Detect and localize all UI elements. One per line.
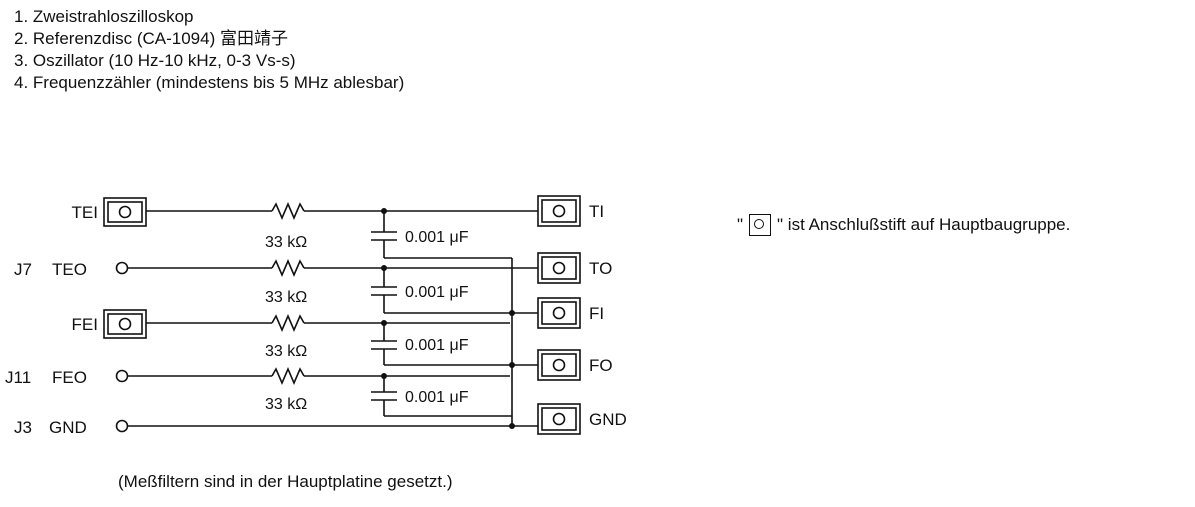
legend-quote: ": [737, 215, 744, 234]
pin-box-tei: [103, 197, 147, 227]
resistor-label: 33 kΩ: [265, 289, 307, 306]
capacitor-label: 0.001 μF: [405, 229, 469, 246]
equipment-item: 3. Oszillator (10 Hz-10 kHz, 0-3 Vs-s): [14, 51, 296, 70]
resistor-label: 33 kΩ: [265, 343, 307, 360]
pin-box-fei: [103, 309, 147, 339]
terminal-label-feo: FEO: [52, 368, 87, 387]
diagram-caption: (Meßfiltern sind in der Hauptplatine ges…: [118, 472, 453, 491]
pin-box-fo: [537, 349, 581, 381]
pin-box-to: [537, 252, 581, 284]
equipment-item: 4. Frequenzzähler (mindestens bis 5 MHz …: [14, 73, 405, 92]
pin-box-icon: [749, 214, 772, 236]
terminal-label-to: TO: [589, 259, 612, 278]
terminal-label-tei: TEI: [72, 203, 98, 222]
terminal-label-gnd: GND: [49, 418, 87, 437]
pin-box-gnd: [537, 403, 581, 435]
terminal-label-ti: TI: [589, 202, 604, 221]
terminal-prefix-feo: J11: [5, 368, 31, 387]
jack-teo: [115, 261, 129, 275]
terminal-label-fo: FO: [589, 356, 613, 375]
jack-feo: [115, 369, 129, 383]
terminal-label-gnd-right: GND: [589, 410, 627, 429]
legend-text: " ist Anschlußstift auf Hauptbaugruppe.: [777, 215, 1071, 234]
resistor-label: 33 kΩ: [265, 396, 307, 413]
terminal-prefix-gnd: J3: [14, 418, 32, 437]
terminal-label-teo: TEO: [52, 260, 87, 279]
terminal-label-fi: FI: [589, 304, 604, 323]
jack-gnd: [115, 419, 129, 433]
capacitor-label: 0.001 μF: [405, 389, 469, 406]
equipment-list: 1. Zweistrahloszilloskop 2. Referenzdisc…: [14, 6, 404, 94]
equipment-item: 2. Referenzdisc (CA-1094) 富田靖子: [14, 29, 288, 48]
terminal-prefix-teo: J7: [14, 260, 32, 279]
pin-legend: " " ist Anschlußstift auf Hauptbaugruppe…: [737, 214, 1070, 236]
capacitor-label: 0.001 μF: [405, 337, 469, 354]
terminal-label-fei: FEI: [72, 315, 98, 334]
pin-box-ti: [537, 195, 581, 227]
pin-box-fi: [537, 297, 581, 329]
capacitor-label: 0.001 μF: [405, 284, 469, 301]
resistor-label: 33 kΩ: [265, 234, 307, 251]
equipment-item: 1. Zweistrahloszilloskop: [14, 7, 194, 26]
